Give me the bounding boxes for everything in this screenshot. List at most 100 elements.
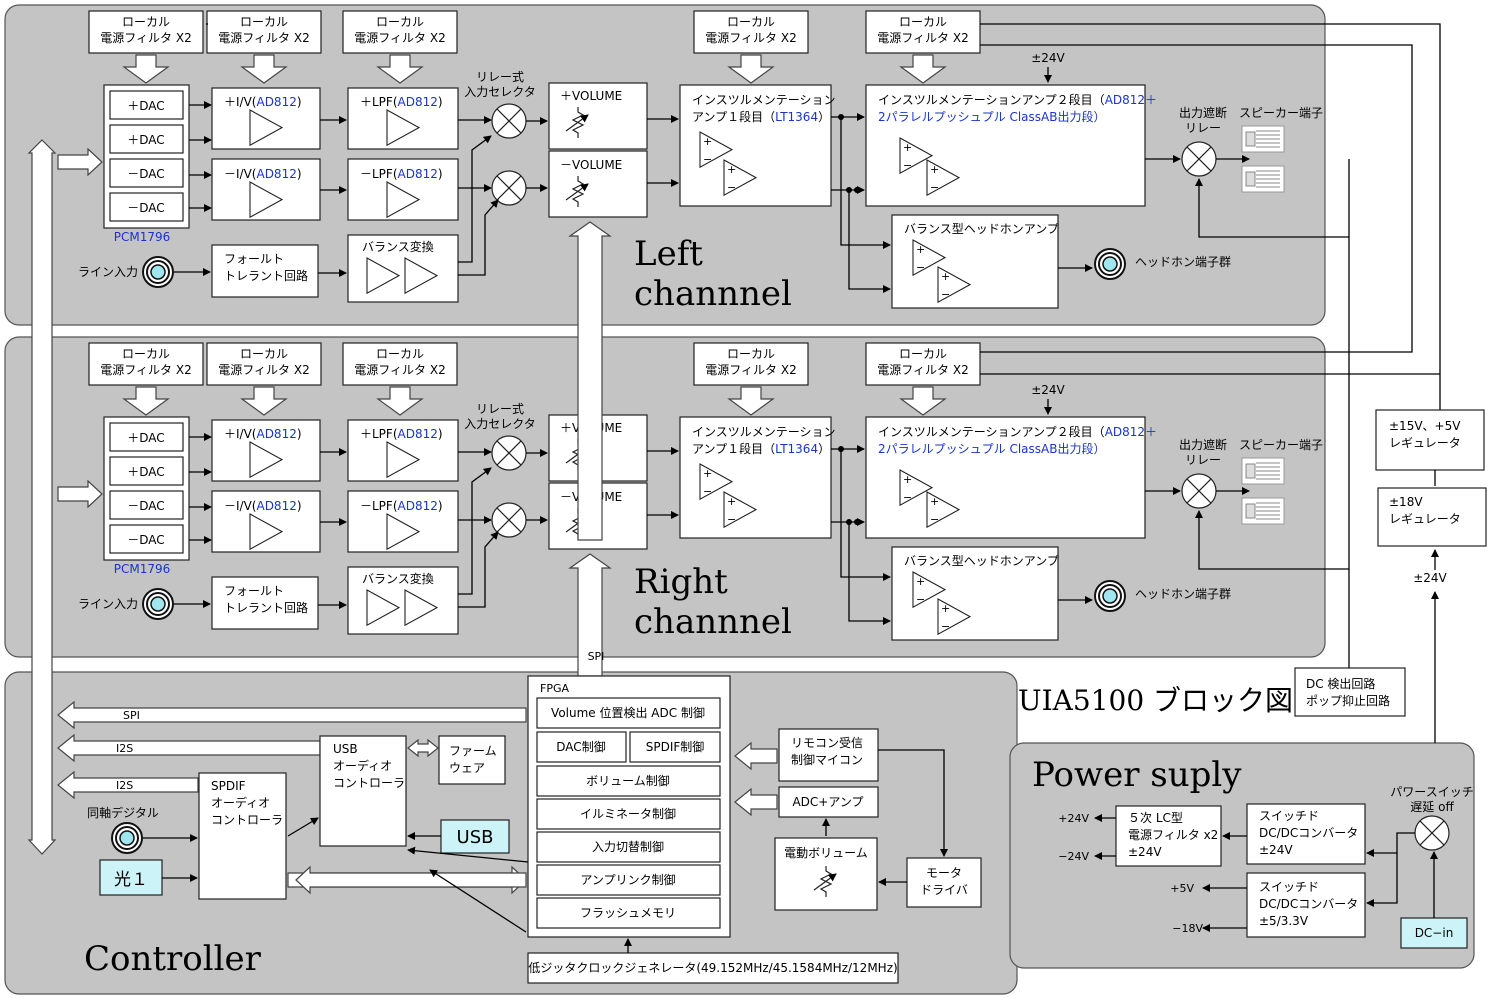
power-switch-x bbox=[1419, 820, 1445, 846]
left-wire bbox=[848, 190, 891, 293]
right-wire bbox=[840, 449, 891, 581]
power-switch-label: パワースイッチ遅延 off bbox=[1390, 785, 1473, 814]
wire bbox=[287, 817, 319, 837]
usb-controller-box bbox=[319, 735, 407, 847]
left-wire bbox=[1195, 178, 1349, 238]
power-supply-title: Power suply bbox=[1032, 755, 1242, 795]
left-iv-plus-opamp bbox=[249, 109, 284, 147]
right-power-filter-4 bbox=[693, 342, 809, 386]
right-inamp1-line1: インスツルメンテーション bbox=[692, 425, 836, 439]
left-lpf-plus-box bbox=[347, 87, 459, 150]
right-dac-chip: PCM1796 bbox=[114, 562, 171, 576]
left-hp-amp-opamp-1-minus: − bbox=[916, 261, 925, 274]
right-dac-2 bbox=[109, 456, 184, 486]
spi-bus-label: SPI bbox=[123, 709, 140, 722]
left-dac-label: ＋DAC bbox=[127, 99, 164, 113]
right-pm24-label: ±24V bbox=[1031, 383, 1065, 397]
main-bus-arrow bbox=[27, 139, 57, 855]
right-dac-3 bbox=[109, 490, 184, 520]
left-iv-minus-opamp bbox=[249, 181, 284, 219]
left-hp-jack-core bbox=[1102, 256, 1118, 272]
right-inamp2-line1: インスツルメンテーションアンプ２段目（AD812＋ bbox=[878, 424, 1157, 439]
firmware-label: ファームウェア bbox=[449, 744, 497, 775]
left-hp-amp-opamp-1-plus: + bbox=[916, 243, 925, 256]
right-filter-arrow-2 bbox=[240, 386, 288, 416]
right-balance-opamp-1 bbox=[366, 589, 401, 627]
adc-arrow bbox=[734, 787, 778, 817]
right-power-filter-label: ローカル電源フィルタ X2 bbox=[354, 347, 445, 377]
right-hp-amp-opamp-1-minus: − bbox=[916, 593, 925, 606]
left-volume-plus-label: ＋VOLUME bbox=[560, 89, 622, 103]
right-power-filter-label: ローカル電源フィルタ X2 bbox=[705, 347, 796, 377]
motor-volume-pot-wiper bbox=[813, 873, 837, 891]
left-relay-selector-plus-x bbox=[496, 108, 522, 134]
left-relay-selector-label: リレー式入力セレクタ bbox=[464, 70, 536, 99]
i2s-label-2: I2S bbox=[116, 779, 133, 792]
motor-driver-label: モータドライバ bbox=[920, 866, 968, 897]
fpga-block-label: ボリューム制御 bbox=[586, 773, 670, 788]
left-line-in-label: ライン入力 bbox=[78, 265, 138, 279]
left-wire bbox=[458, 199, 499, 276]
right-line-in-jack-core bbox=[150, 596, 166, 612]
left-output-relay-label: 出力遮断リレー bbox=[1179, 105, 1227, 135]
left-inamp2-opamp-2 bbox=[926, 159, 961, 197]
left-power-filter-label: ローカル電源フィルタ X2 bbox=[100, 15, 191, 45]
right-power-filter-1 bbox=[88, 342, 204, 386]
right-lpf-plus-box bbox=[347, 419, 459, 482]
right-wire bbox=[458, 531, 499, 608]
right-iv-plus-label: ＋I/V(AD812) bbox=[224, 427, 302, 441]
right-power-filter-label: ローカル電源フィルタ X2 bbox=[100, 347, 191, 377]
right-relay-selector-plus-x bbox=[496, 440, 522, 466]
fpga-block-volume-adc bbox=[536, 697, 721, 729]
clock-label: 低ジッタクロックジェネレータ(49.152MHz/45.1584MHz/12MH… bbox=[528, 961, 897, 975]
left-inamp1-opamp-1-minus: − bbox=[703, 153, 712, 166]
right-iv-plus-opamp bbox=[249, 441, 284, 479]
left-speaker-terminal-1-cone bbox=[1245, 131, 1256, 147]
right-speaker-label: スピーカー端子 bbox=[1239, 438, 1323, 452]
right-inamp2-opamp-2-plus: + bbox=[930, 495, 939, 508]
right-hp-amp-opamp-2 bbox=[937, 598, 972, 636]
left-dac-label: －DAC bbox=[127, 167, 164, 181]
left-fault-tolerant-box bbox=[211, 244, 319, 298]
left-power-filter-label: ローカル電源フィルタ X2 bbox=[354, 15, 445, 45]
m24-label: −24V bbox=[1058, 850, 1089, 863]
left-dac-chip: PCM1796 bbox=[114, 230, 171, 244]
fpga-block-label: SPDIF制御 bbox=[646, 739, 705, 754]
left-lpf-minus-box bbox=[347, 158, 459, 221]
remote-label: リモコン受信制御マイコン bbox=[791, 736, 863, 767]
wire bbox=[1366, 853, 1398, 907]
right-hp-amp-opamp-1 bbox=[912, 571, 947, 609]
left-balance-opamp-2 bbox=[404, 257, 439, 295]
right-lpf-minus-box bbox=[347, 490, 459, 553]
left-inamp2-opamp-2-minus: − bbox=[930, 181, 939, 194]
left-power-filter-label: ローカル電源フィルタ X2 bbox=[218, 15, 309, 45]
right-dac-4 bbox=[109, 524, 184, 554]
left-fault-tolerant-label: フォールトトレラント回路 bbox=[224, 252, 308, 283]
right-hp-amp-opamp-2-minus: − bbox=[941, 620, 950, 633]
left-dac-1 bbox=[109, 90, 184, 120]
dc-in-label: DC−in bbox=[1415, 926, 1454, 940]
left-pm24-label: ±24V bbox=[1031, 51, 1065, 65]
left-power-filter-5 bbox=[865, 10, 981, 54]
right-dac-label: －DAC bbox=[127, 533, 164, 547]
right-iv-minus-opamp bbox=[249, 513, 284, 551]
pm24-reg-label: ±24V bbox=[1413, 571, 1447, 585]
right-balance-label: バランス変換 bbox=[362, 571, 434, 586]
left-inamp2-opamp-1-minus: − bbox=[903, 159, 912, 172]
left-inamp1-opamp-2 bbox=[723, 159, 758, 197]
spi-arrow-to-left-volume bbox=[568, 221, 612, 541]
right-dac-1 bbox=[109, 422, 184, 452]
right-power-filter-label: ローカル電源フィルタ X2 bbox=[877, 347, 968, 377]
right-output-relay-x bbox=[1186, 478, 1212, 504]
left-power-filter-label: ローカル電源フィルタ X2 bbox=[705, 15, 796, 45]
spi-arrow-left bbox=[57, 700, 527, 730]
right-inamp1-line2: アンプ１段目（LT1364） bbox=[692, 441, 830, 456]
right-wire bbox=[1195, 510, 1349, 570]
right-inamp2-opamp-1 bbox=[899, 469, 934, 507]
